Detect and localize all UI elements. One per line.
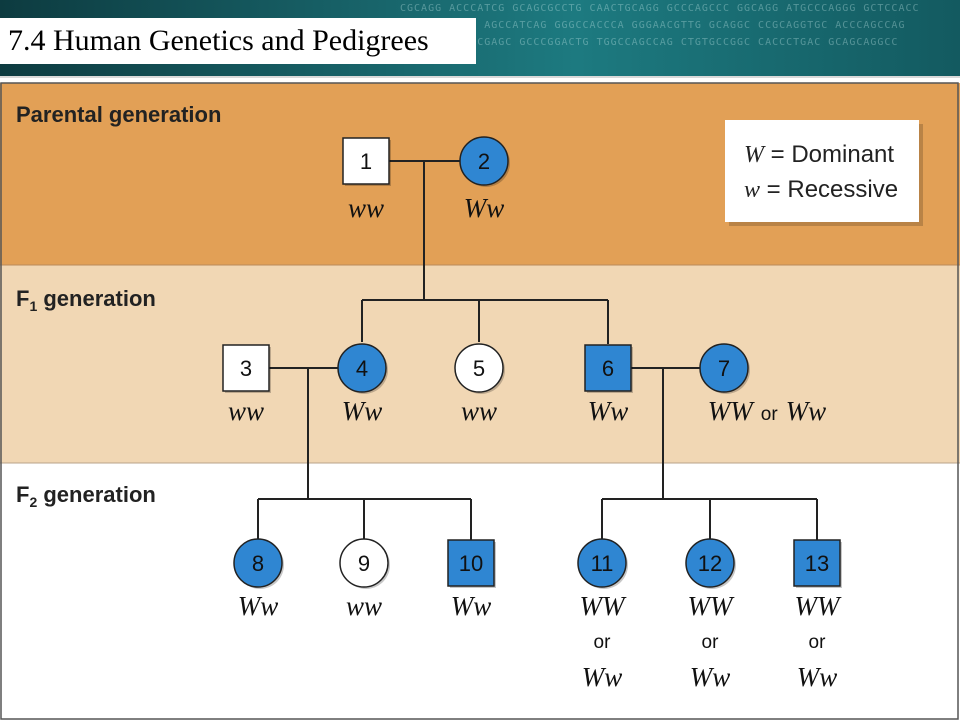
male-square-icon	[584, 344, 632, 392]
female-circle-icon	[337, 343, 387, 393]
female-circle-icon	[339, 538, 389, 588]
genotype-or: or	[594, 632, 612, 653]
female-circle-icon	[459, 136, 509, 186]
genotype-label: ww	[348, 193, 384, 223]
individual-1: 1 ww	[342, 137, 391, 223]
individual-number: 6	[602, 356, 614, 381]
genotype-label: ww	[461, 396, 497, 426]
genotype-label: WW or Ww	[708, 396, 826, 426]
genotype-label: ww	[228, 396, 264, 426]
individual-9: 9 ww	[339, 538, 390, 621]
individual-number: 7	[718, 356, 730, 381]
genotype-label: Ww	[451, 591, 492, 621]
dna-line-3: TCATCGC GGCCGAGC GCCCGGACTG TGGCCAGCCAG …	[400, 37, 899, 48]
individual-5: 5 ww	[454, 343, 505, 426]
f2-band	[0, 463, 960, 719]
f2-generation-label: F2 generation	[16, 482, 156, 510]
dna-line-2: GGCAGCGGCCC AGCCATCAG GGGCCACCCA GGGAACG…	[400, 20, 906, 31]
genotype-label: Ww	[588, 396, 629, 426]
dna-sequence-background: CGCAGG ACCCATCG GCAGCGCCTG CAACTGCAGG GC…	[400, 0, 960, 76]
individual-number: 5	[473, 356, 485, 381]
individual-2: 2Ww	[459, 136, 510, 223]
male-square-icon	[222, 344, 270, 392]
genotype-label: Ww	[342, 396, 383, 426]
parental-generation-label: Parental generation	[16, 102, 221, 127]
genotype-option-b: Ww	[786, 396, 827, 426]
individual-number: 10	[459, 551, 483, 576]
individual-3: 3 ww	[222, 344, 271, 426]
individual-7: 7WW or Ww	[699, 343, 826, 426]
individual-number: 11	[591, 551, 614, 576]
female-circle-icon	[685, 538, 735, 588]
genotype-option-a: WW	[795, 591, 842, 621]
genotype-option-b: Ww	[797, 662, 838, 692]
female-circle-icon	[454, 343, 504, 393]
female-circle-icon	[699, 343, 749, 393]
genotype-option-b: Ww	[582, 662, 623, 692]
female-circle-icon	[577, 538, 627, 588]
header-divider	[0, 76, 960, 78]
genotype-option-a: WW	[688, 591, 735, 621]
female-circle-icon	[233, 538, 283, 588]
individual-number: 3	[240, 356, 252, 381]
genotype-option-b: Ww	[690, 662, 731, 692]
genotype-label: ww	[346, 591, 382, 621]
legend-recessive: w = Recessive	[744, 176, 898, 203]
individual-number: 9	[358, 551, 370, 576]
pedigree-lines	[257, 160, 818, 542]
individual-4: 4Ww	[337, 343, 388, 426]
genotype-label: Ww	[238, 591, 279, 621]
individual-number: 2	[478, 149, 490, 174]
male-square-icon	[447, 539, 495, 587]
pedigree-diagram: Parental generation F1 generation F2 gen…	[0, 82, 960, 720]
individual-number: 12	[698, 551, 722, 576]
genotype-or: or	[702, 632, 720, 653]
slide-header: CGCAGG ACCCATCG GCAGCGCCTG CAACTGCAGG GC…	[0, 0, 960, 76]
individual-number: 8	[252, 551, 264, 576]
individual-8: 8Ww	[233, 538, 284, 621]
male-square-icon	[793, 539, 841, 587]
legend-dominant: W = Dominant	[744, 141, 894, 168]
genotype-or: or	[761, 404, 779, 425]
genotype-or: or	[809, 632, 827, 653]
genotype-option-a: WW	[580, 591, 627, 621]
genotype-option-a: WW	[708, 396, 755, 426]
diagram-frame	[0, 82, 959, 720]
title-box: 7.4 Human Genetics and Pedigrees	[0, 18, 476, 64]
individual-number: 1	[360, 149, 372, 174]
legend-box: W = Dominant w = Recessive	[725, 120, 923, 226]
male-square-icon	[342, 137, 390, 185]
slide-title: 7.4 Human Genetics and Pedigrees	[8, 24, 429, 57]
f1-generation-label: F1 generation	[16, 286, 156, 314]
individual-number: 13	[805, 551, 829, 576]
dna-line-1: CGCAGG ACCCATCG GCAGCGCCTG CAACTGCAGG GC…	[400, 3, 920, 14]
individual-number: 4	[356, 356, 368, 381]
individual-6: 6Ww	[584, 344, 633, 426]
genotype-label: Ww	[464, 193, 505, 223]
